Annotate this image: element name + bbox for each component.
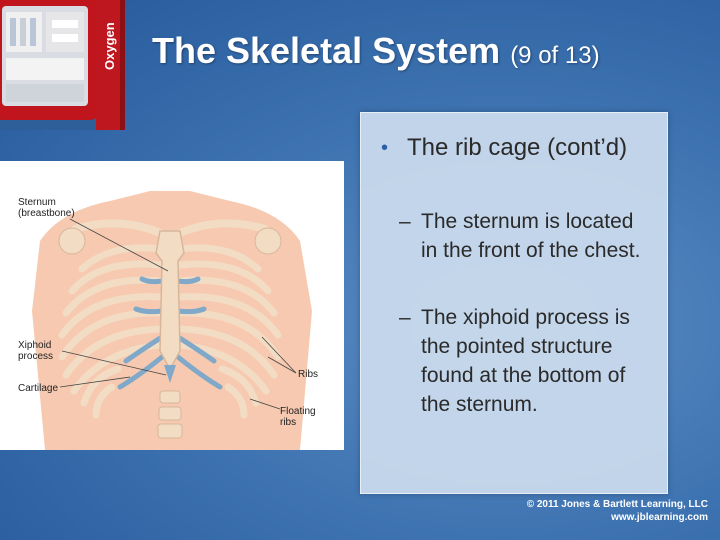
title-main: The Skeletal System (152, 30, 501, 71)
label-ribs: Ribs (298, 369, 319, 380)
label-xiphoid: Xiphoid process (18, 340, 54, 362)
bullet-text: The rib cage (cont’d) (407, 134, 628, 161)
bullet-rib-cage: • The rib cage (cont’d) (381, 133, 651, 163)
dash-icon: – (399, 210, 411, 233)
oxygen-kit-label: Oxygen (102, 22, 117, 70)
subbullet-text: The xiphoid process is the pointed struc… (421, 306, 630, 416)
oxygen-kit-image: Oxygen (0, 0, 125, 130)
sternum-bone (155, 230, 185, 371)
rib-cage-svg (32, 191, 312, 450)
right-shoulder (254, 227, 282, 255)
subbullet-xiphoid: – The xiphoid process is the pointed str… (399, 303, 646, 419)
copyright-notice: © 2011 Jones & Bartlett Learning, LLC ww… (527, 498, 708, 524)
website-text: www.jblearning.com (611, 512, 708, 523)
subbullet-sternum: – The sternum is located in the front of… (399, 207, 646, 265)
label-cartilage: Cartilage (18, 383, 59, 394)
spine (157, 390, 183, 439)
costal-cartilage (117, 276, 223, 390)
bullet-dot-icon: • (381, 137, 389, 159)
xiphoid-process (164, 365, 176, 383)
left-shoulder (58, 227, 86, 255)
slide-title: The Skeletal System (9 of 13) (152, 30, 600, 72)
label-pointer-lines (59, 218, 297, 410)
rib-cage-illustration: Sternum (breastbone) Xiphoid process Car… (0, 161, 344, 450)
label-sternum: Sternum (breastbone) (18, 197, 75, 219)
dash-icon: – (399, 306, 411, 329)
subbullet-text: The sternum is located in the front of t… (421, 210, 641, 262)
content-panel: • The rib cage (cont’d) – The sternum is… (360, 112, 668, 494)
right-clavicle (176, 219, 269, 237)
label-floating-ribs: Floating ribs (280, 406, 316, 428)
copyright-text: © 2011 Jones & Bartlett Learning, LLC (526, 499, 708, 510)
title-sub: (9 of 13) (510, 42, 600, 69)
